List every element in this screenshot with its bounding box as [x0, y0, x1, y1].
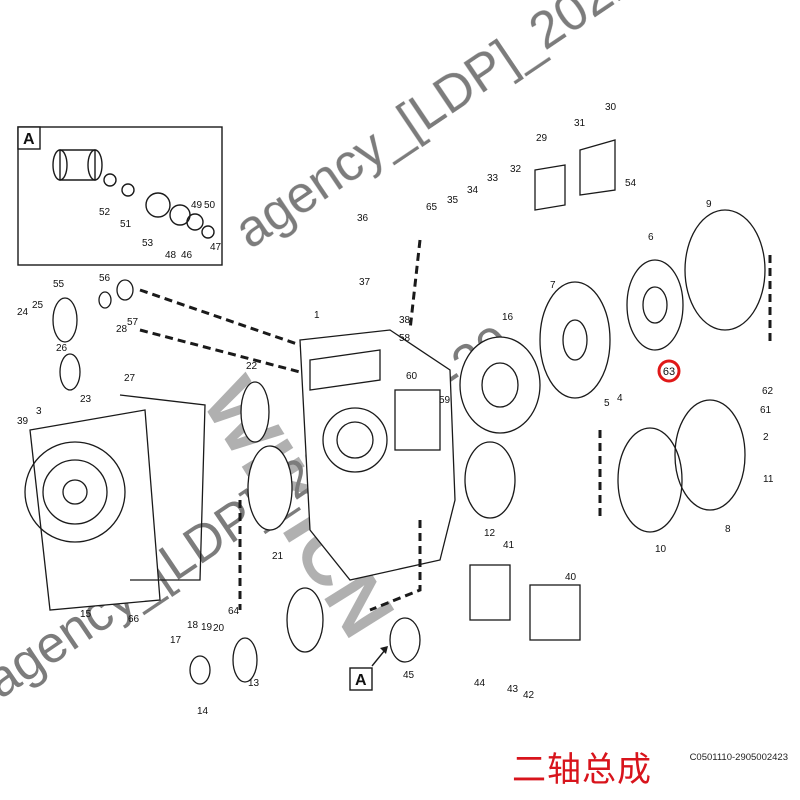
callout-49: 49 [191, 200, 203, 211]
detail-inset-a [17, 126, 223, 266]
callout-27: 27 [124, 373, 136, 384]
callout-50: 50 [204, 200, 216, 211]
callout-42: 42 [523, 690, 535, 701]
callout-29: 29 [536, 133, 548, 144]
callout-56: 56 [99, 273, 111, 284]
callout-14: 14 [197, 706, 209, 717]
callout-36: 36 [357, 213, 369, 224]
left-cover [24, 394, 206, 611]
callout-51: 51 [120, 219, 132, 230]
callout-37: 37 [359, 277, 371, 288]
callout-16: 16 [502, 312, 514, 323]
view-marker-a-label: A [355, 672, 367, 689]
gear-shafts [52, 279, 421, 685]
callout-60: 60 [406, 371, 418, 382]
document-code: C0501110-2905002423 [689, 752, 788, 763]
assembly-caption: 二轴总成 [512, 750, 652, 790]
callout-4: 4 [617, 393, 623, 404]
right-parts [459, 139, 766, 641]
callout-59: 59 [439, 395, 451, 406]
callout-17: 17 [170, 635, 182, 646]
callout-62: 62 [762, 386, 774, 397]
callout-52: 52 [99, 207, 111, 218]
callout-3: 3 [36, 406, 42, 417]
callout-34: 34 [467, 185, 479, 196]
callout-24: 24 [17, 307, 29, 318]
callout-54: 54 [625, 178, 637, 189]
callout-22: 22 [246, 361, 258, 372]
view-marker-a: A [349, 646, 388, 691]
callout-23: 23 [80, 394, 92, 405]
callout-30: 30 [605, 102, 617, 113]
callout-63: 63 [663, 366, 675, 378]
callout-57: 57 [127, 317, 139, 328]
callout-12: 12 [484, 528, 496, 539]
main-housing [299, 329, 456, 581]
callout-53: 53 [142, 238, 154, 249]
callout-44: 44 [474, 678, 486, 689]
callout-20: 20 [213, 623, 225, 634]
callout-1: 1 [314, 310, 320, 321]
callout-35: 35 [447, 195, 459, 206]
callout-39: 39 [17, 416, 29, 427]
callout-32: 32 [510, 164, 522, 175]
callout-15: 15 [80, 609, 92, 620]
callout-13: 13 [248, 678, 260, 689]
callout-58: 58 [399, 333, 411, 344]
callout-9: 9 [706, 199, 712, 210]
callout-31: 31 [574, 118, 586, 129]
callout-38: 38 [399, 315, 411, 326]
callout-41: 41 [503, 540, 515, 551]
callout-2: 2 [763, 432, 769, 443]
callout-26: 26 [56, 343, 68, 354]
callout-10: 10 [655, 544, 667, 555]
watermark-text: agency_[LDP]_2022-10-20 [224, 0, 772, 260]
callout-61: 61 [760, 405, 772, 416]
callout-18: 18 [187, 620, 199, 631]
callout-11: 11 [763, 474, 774, 485]
callout-28: 28 [116, 324, 128, 335]
callout-6: 6 [648, 232, 654, 243]
callout-64: 64 [228, 606, 240, 617]
callout-48: 48 [165, 250, 177, 261]
callout-8: 8 [725, 524, 731, 535]
callout-43: 43 [507, 684, 519, 695]
callout-55: 55 [53, 279, 65, 290]
callout-7: 7 [550, 280, 556, 291]
callout-19: 19 [201, 622, 213, 633]
callout-46: 46 [181, 250, 193, 261]
callout-47: 47 [210, 242, 222, 253]
callout-5: 5 [604, 398, 610, 409]
callout-66: 66 [128, 614, 140, 625]
callout-25: 25 [32, 300, 44, 311]
assembly-lines [139, 239, 772, 612]
callout-45: 45 [403, 670, 415, 681]
callout-numbers: 1 2 3 4 5 6 7 8 9 10 11 12 13 14 15 16 1… [17, 102, 774, 717]
highlighted-callout-63[interactable]: 63 [657, 359, 681, 383]
callout-21: 21 [272, 551, 284, 562]
callout-33: 33 [487, 173, 499, 184]
callout-65: 65 [426, 202, 438, 213]
callout-40: 40 [565, 572, 577, 583]
inset-label-a: A [23, 131, 35, 148]
